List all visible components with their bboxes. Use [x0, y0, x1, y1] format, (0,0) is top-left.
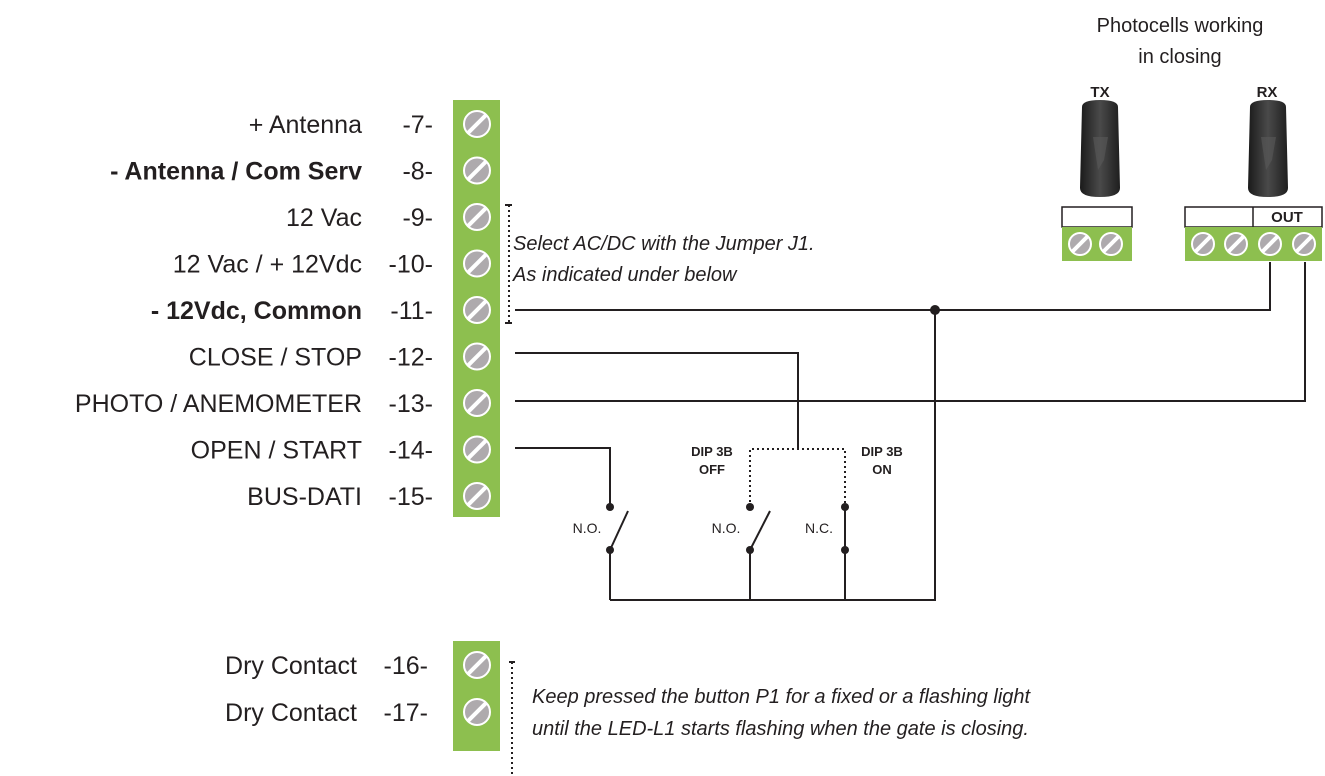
terminal-label: - 12Vdc, Common	[151, 297, 362, 325]
rx-terminal-screws	[1191, 232, 1316, 256]
terminal-screw	[463, 203, 491, 231]
jumper-bracket	[505, 204, 512, 324]
dip-on-label-line1: DIP 3B	[861, 444, 903, 459]
wires	[515, 262, 1306, 601]
photocell-screw	[1068, 232, 1092, 256]
terminal-screw	[463, 482, 491, 510]
terminal-label: 12 Vac	[286, 204, 362, 232]
tx-label: TX	[1090, 84, 1109, 101]
rx-out-label: OUT	[1271, 209, 1303, 226]
no-label-open: N.O.	[573, 520, 602, 536]
tx-terminal-screws	[1068, 232, 1123, 256]
terminal-screw	[463, 698, 491, 726]
terminal-screws-dry-contact	[463, 651, 491, 726]
photocell-screw	[1292, 232, 1316, 256]
terminal-screw	[463, 296, 491, 324]
terminal-number: -16-	[384, 652, 428, 680]
dip-off-label-line2: OFF	[699, 462, 725, 477]
no-label-dip: N.O.	[712, 520, 741, 536]
terminal-number: -14-	[389, 437, 433, 465]
terminal-label: BUS-DATI	[247, 483, 362, 511]
photocell-screw	[1258, 232, 1282, 256]
terminal-screws-main	[463, 110, 491, 510]
light-note-line2: until the LED-L1 starts flashing when th…	[532, 718, 1029, 740]
terminal-screw	[463, 435, 491, 464]
terminal-number: -13-	[389, 390, 433, 418]
terminal-screw	[463, 249, 491, 278]
nc-label-dip: N.C.	[805, 520, 833, 536]
light-note-bracket	[509, 661, 515, 776]
terminal-label: + Antenna	[249, 111, 362, 139]
terminal-label: CLOSE / STOP	[189, 344, 362, 372]
terminal-number: -11-	[390, 297, 433, 325]
terminal-label: - Antenna / Com Serv	[110, 158, 362, 186]
dip-off-label-line1: DIP 3B	[691, 444, 733, 459]
terminal-screw	[463, 156, 491, 185]
photocell-screw	[1224, 232, 1248, 256]
photocell-screw	[1191, 232, 1215, 256]
light-note-line1: Keep pressed the button P1 for a fixed o…	[532, 686, 1032, 708]
terminal-number: -8-	[402, 158, 433, 186]
terminal-screw	[463, 389, 491, 417]
terminal-label: Dry Contact	[225, 699, 357, 727]
dip-on-label-line2: ON	[872, 462, 892, 477]
jumper-note-line1: Select AC/DC with the Jumper J1.	[513, 233, 815, 255]
terminal-number: -15-	[389, 483, 433, 511]
terminal-labels: + Antenna -7- - Antenna / Com Serv -8- 12 Va…	[75, 111, 433, 727]
terminal-label: PHOTO / ANEMOMETER	[75, 390, 362, 418]
terminal-number: -10-	[389, 251, 433, 279]
rx-label: RX	[1257, 84, 1278, 101]
terminal-label: 12 Vac / + 12Vdc	[173, 251, 362, 279]
jumper-note-line2: As indicated under below	[512, 264, 738, 286]
terminal-number: -9-	[402, 204, 433, 232]
tx-photocell	[1061, 100, 1133, 261]
terminal-label: OPEN / START	[191, 437, 362, 465]
terminal-label: Dry Contact	[225, 652, 357, 680]
terminal-number: -17-	[384, 699, 428, 727]
photocells-title-line2: in closing	[1138, 46, 1221, 68]
photocell-screw	[1099, 232, 1123, 256]
terminal-screw	[463, 342, 491, 371]
terminal-number: -7-	[402, 111, 433, 139]
terminal-screw	[463, 110, 491, 138]
photocells-title-line1: Photocells working	[1097, 15, 1264, 37]
terminal-number: -12-	[389, 344, 433, 372]
terminal-screw	[463, 651, 491, 679]
